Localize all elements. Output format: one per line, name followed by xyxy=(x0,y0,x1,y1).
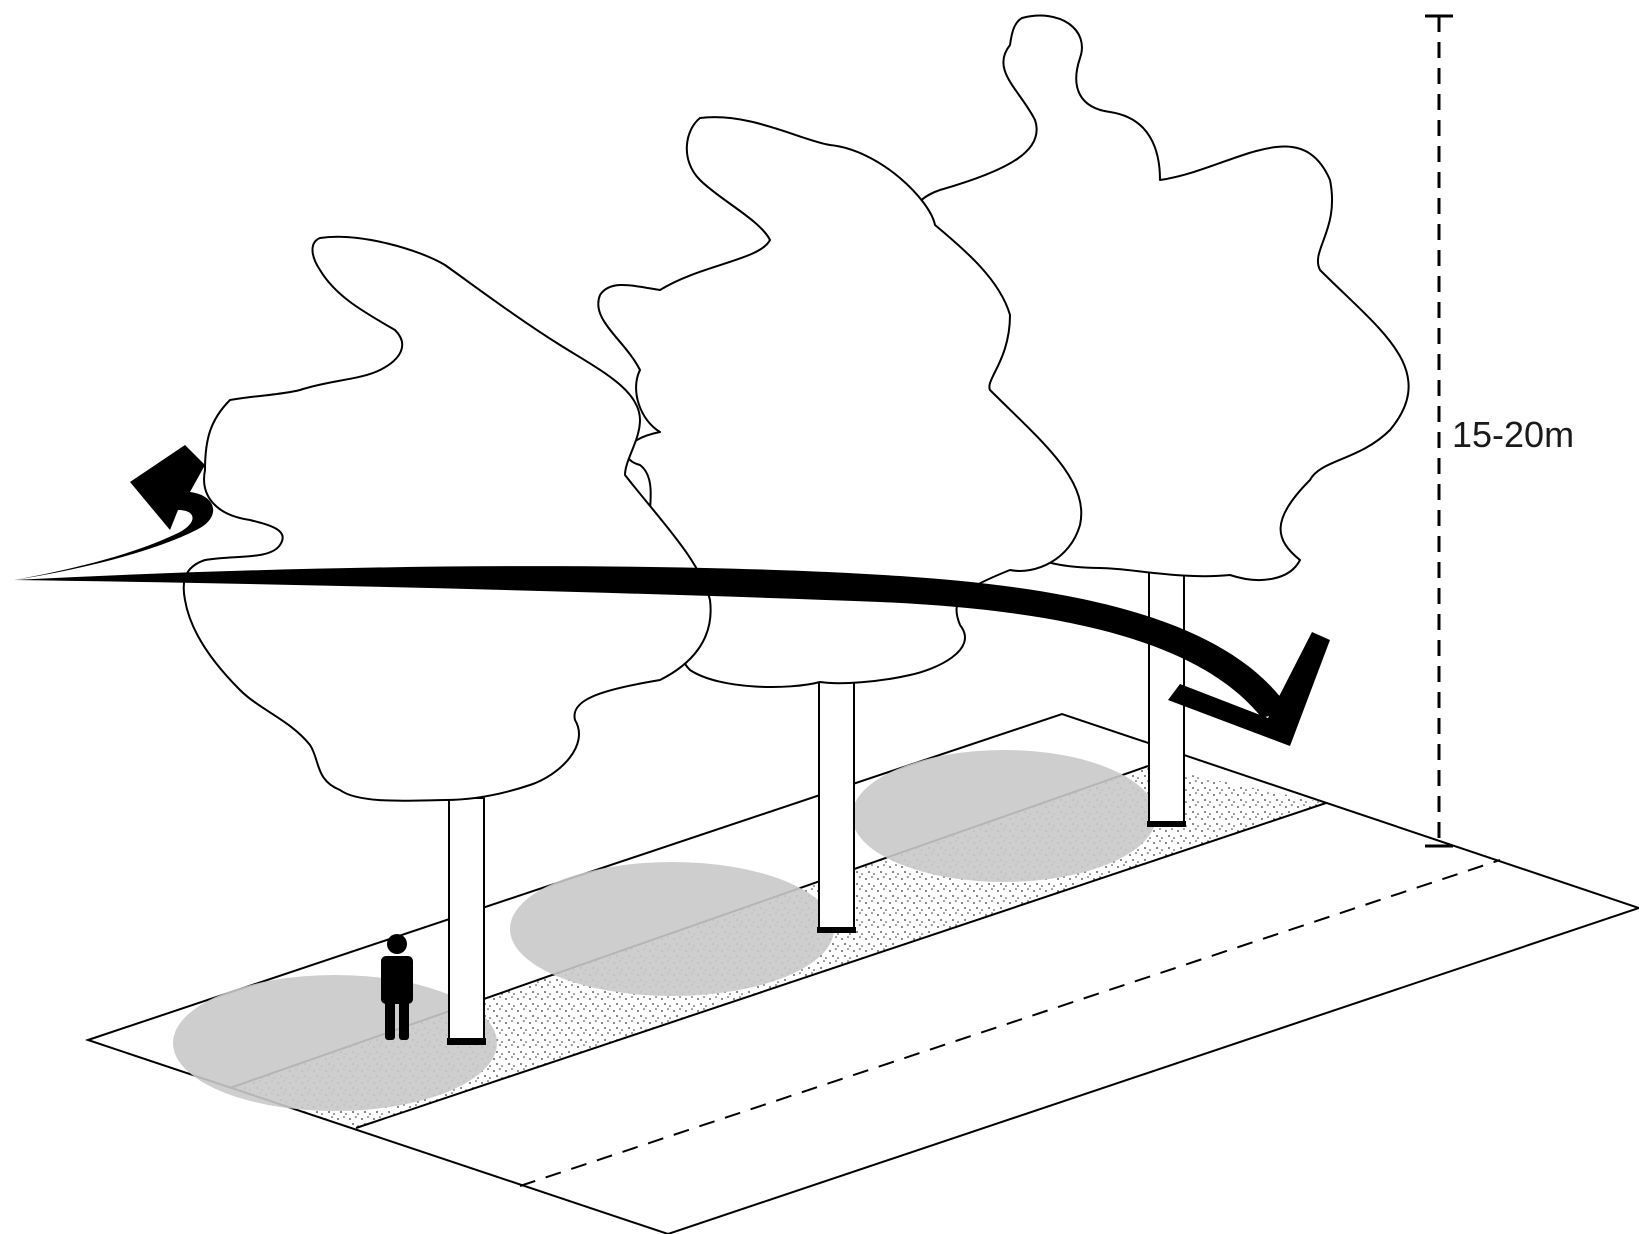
height-dimension: 15-20m xyxy=(1425,16,1574,846)
tree-1-trunk xyxy=(449,798,484,1043)
shadow-3 xyxy=(852,750,1156,882)
height-label: 15-20m xyxy=(1452,414,1574,455)
tree-3-base xyxy=(1147,821,1186,827)
shadow-2 xyxy=(510,862,834,996)
tree-1-base xyxy=(447,1038,486,1045)
tree-2-trunk xyxy=(819,682,854,932)
tree-2-base xyxy=(817,927,856,933)
wind-upwash-curl xyxy=(14,445,213,580)
